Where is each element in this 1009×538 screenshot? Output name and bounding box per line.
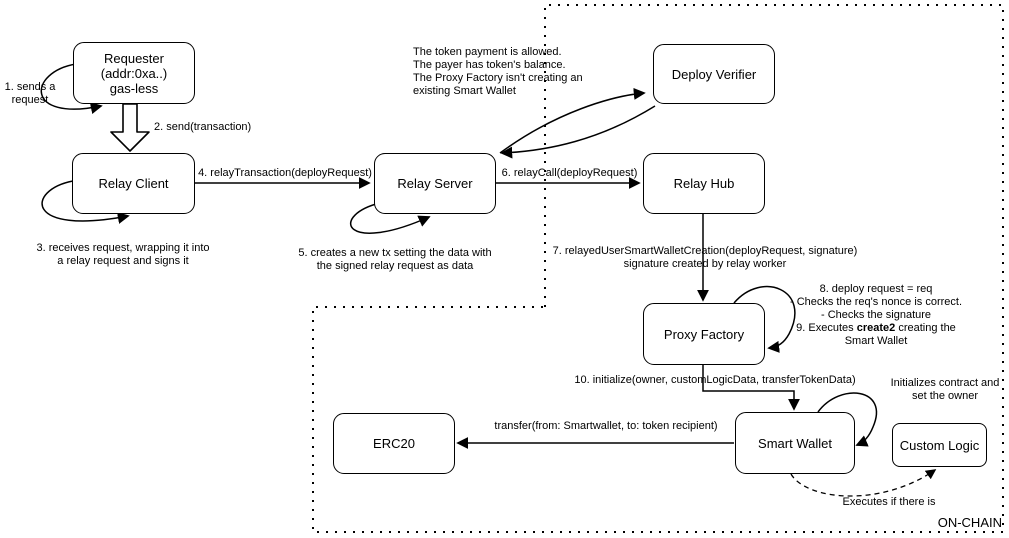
onchain-boundary: [312, 4, 1004, 533]
label-step8-9: 8. deploy request = req - Checks the req…: [789, 283, 963, 347]
label-step10: 10. initialize(owner, customLogicData, t…: [574, 374, 856, 386]
node-deploy-verifier: Deploy Verifier: [653, 44, 775, 104]
arrow-initialize: [702, 364, 800, 411]
arrow-factory-checks-loop: [733, 285, 796, 353]
label-step6: 6. relayCall(deployRequest): [501, 167, 638, 179]
node-proxy-factory-label: Proxy Factory: [663, 326, 745, 342]
node-relay-client: Relay Client: [72, 153, 195, 214]
label-transfer: transfer(from: Smartwallet, to: token re…: [494, 420, 718, 432]
node-proxy-factory: Proxy Factory: [643, 303, 765, 365]
label-executes-note: Executes if there is: [842, 496, 936, 508]
node-smart-wallet: Smart Wallet: [735, 412, 855, 474]
label-verifier-note: The token payment is allowed. The payer …: [413, 46, 583, 97]
node-erc20: ERC20: [333, 413, 455, 474]
label-init-note: Initializes contract and set the owner: [890, 377, 1000, 402]
node-requester-address: (addr:0xa..): [100, 65, 168, 81]
node-custom-logic: Custom Logic: [892, 423, 987, 467]
node-requester-title: Requester: [104, 50, 164, 66]
label-step5: 5. creates a new tx setting the data wit…: [298, 247, 492, 272]
arrow-send-transaction: [110, 103, 150, 152]
node-smart-wallet-label: Smart Wallet: [758, 435, 832, 451]
label-step4: 4. relayTransaction(deployRequest): [198, 167, 372, 179]
arrow-server-to-verifier: [499, 87, 646, 154]
node-relay-server: Relay Server: [374, 153, 496, 214]
arrow-executes-custom-logic: [790, 469, 937, 497]
node-custom-logic-label: Custom Logic: [899, 437, 980, 453]
node-erc20-label: ERC20: [373, 436, 415, 451]
arrow-creates-tx-loop: [349, 203, 431, 234]
node-requester-gasless: gas-less: [109, 80, 159, 96]
label-step1: 1. sends a request: [4, 81, 56, 106]
node-requester: Requester (addr:0xa..) gas-less: [73, 42, 195, 104]
arrow-verifier-to-server: [500, 105, 656, 159]
arrow-receives-request-loop: [41, 180, 130, 224]
node-relay-server-label: Relay Server: [397, 176, 473, 191]
node-relay-hub-label: Relay Hub: [673, 176, 735, 191]
label-step7: 7. relayedUserSmartWalletCreation(deploy…: [552, 245, 858, 270]
label-step3: 3. receives request, wrapping it into a …: [36, 242, 210, 267]
arrow-wallet-init-loop: [817, 392, 878, 447]
label-onchain: ON-CHAIN: [937, 515, 1002, 530]
node-relay-client-label: Relay Client: [98, 176, 169, 191]
node-deploy-verifier-label: Deploy Verifier: [671, 66, 757, 82]
label-step2: 2. send(transaction): [154, 121, 252, 133]
node-relay-hub: Relay Hub: [643, 153, 765, 214]
arrow-sends-request-loop: [40, 63, 103, 114]
